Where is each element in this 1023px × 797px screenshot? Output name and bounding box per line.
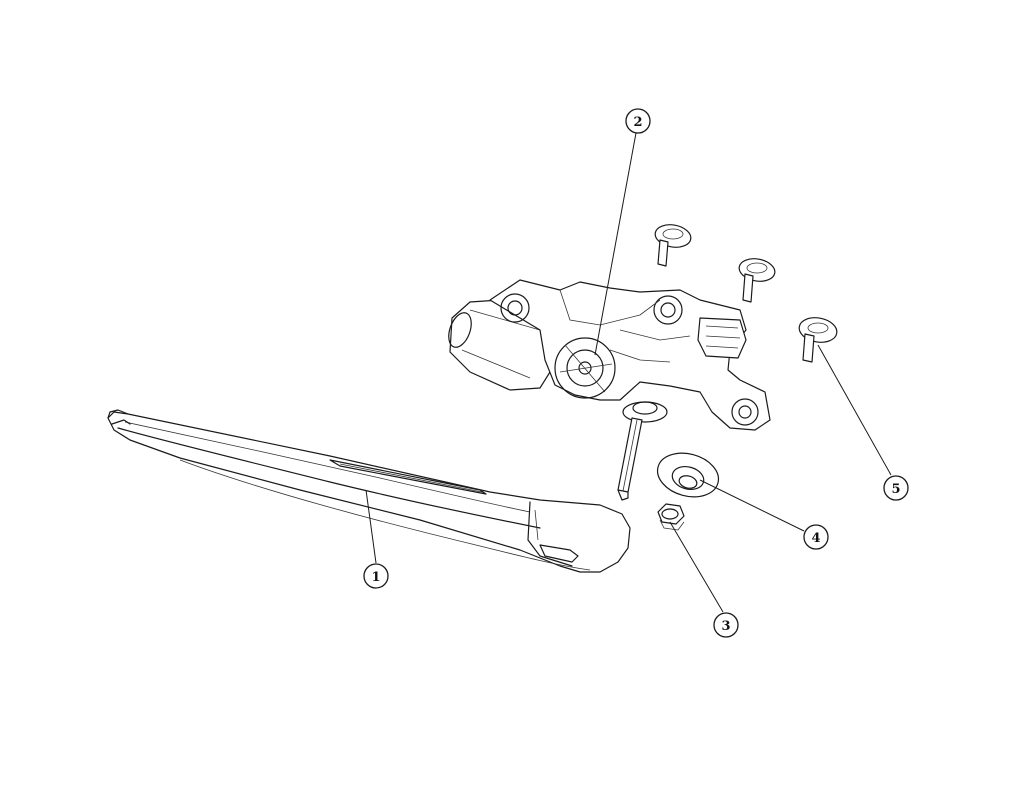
bolt-b: [738, 258, 776, 303]
callout-3: 3: [713, 612, 739, 638]
mounting-bolts: [654, 224, 838, 363]
nut: [657, 503, 685, 531]
callout-2-label: 2: [633, 115, 642, 130]
grommet-seal: [656, 452, 720, 498]
callout-5: 5: [883, 475, 909, 501]
callout-4-label: 4: [811, 531, 820, 546]
callout-4: 4: [803, 524, 829, 550]
wiper-arm: [107, 409, 631, 573]
leader-lines: [365, 132, 892, 613]
bolt-c: [798, 317, 838, 363]
callout-3-label: 3: [721, 619, 730, 634]
callout-2: 2: [625, 108, 651, 134]
callout-1: 1: [363, 563, 389, 589]
callout-5-label: 5: [891, 482, 900, 497]
bolt-a: [654, 224, 692, 267]
callout-1-label: 1: [371, 570, 380, 585]
wiper-motor-assembly: [448, 279, 771, 501]
